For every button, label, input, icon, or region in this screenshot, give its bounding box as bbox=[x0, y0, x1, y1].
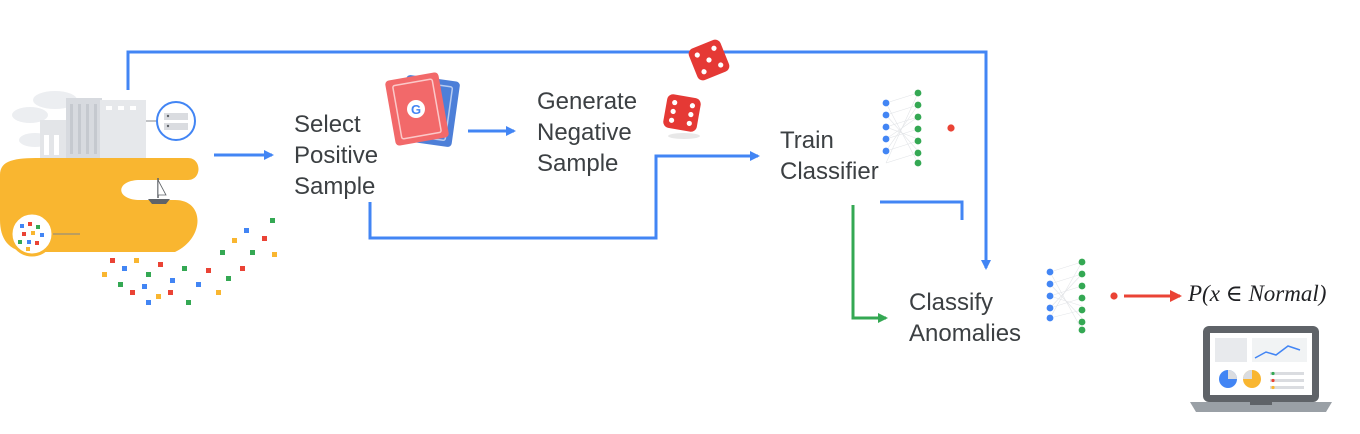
dice-icon bbox=[663, 39, 730, 139]
neural-network-icon bbox=[1049, 261, 1083, 331]
arrow-top-loop bbox=[126, 50, 991, 270]
arrow-train-to-classify bbox=[880, 200, 964, 220]
step-label-line: Positive bbox=[294, 142, 379, 169]
step-label-line: Classifier bbox=[780, 158, 879, 185]
output-probability-formula: P(x ∈ Normal) bbox=[1188, 281, 1327, 306]
neural-network-icon bbox=[882, 89, 955, 167]
city-data-lake-illustration bbox=[0, 91, 277, 305]
step-label-line: Sample bbox=[294, 173, 376, 200]
step-label-line: Anomalies bbox=[909, 320, 1022, 347]
arrow-train-to-anomalies bbox=[851, 205, 888, 323]
step-label-line: Generate bbox=[537, 88, 638, 115]
step-generate-negative-sample: Generate Negative Sample bbox=[537, 86, 637, 179]
step-label-line: Classify bbox=[909, 289, 994, 316]
step-label-line: Negative bbox=[537, 119, 632, 146]
step-label-line: Train bbox=[780, 127, 834, 154]
playing-cards-icon: G bbox=[385, 72, 460, 147]
svg-text:G: G bbox=[411, 102, 421, 117]
neural-network-icon bbox=[1046, 258, 1118, 334]
neural-network-icon bbox=[885, 92, 919, 164]
step-label-line: Sample bbox=[537, 150, 619, 177]
step-train-classifier: Train Classifier bbox=[780, 125, 879, 187]
step-label-line: Select bbox=[294, 111, 361, 138]
laptop-dashboard-icon bbox=[1190, 326, 1332, 412]
step-select-positive-sample: Select Positive Sample bbox=[294, 109, 378, 202]
step-classify-anomalies: Classify Anomalies bbox=[909, 287, 1021, 349]
